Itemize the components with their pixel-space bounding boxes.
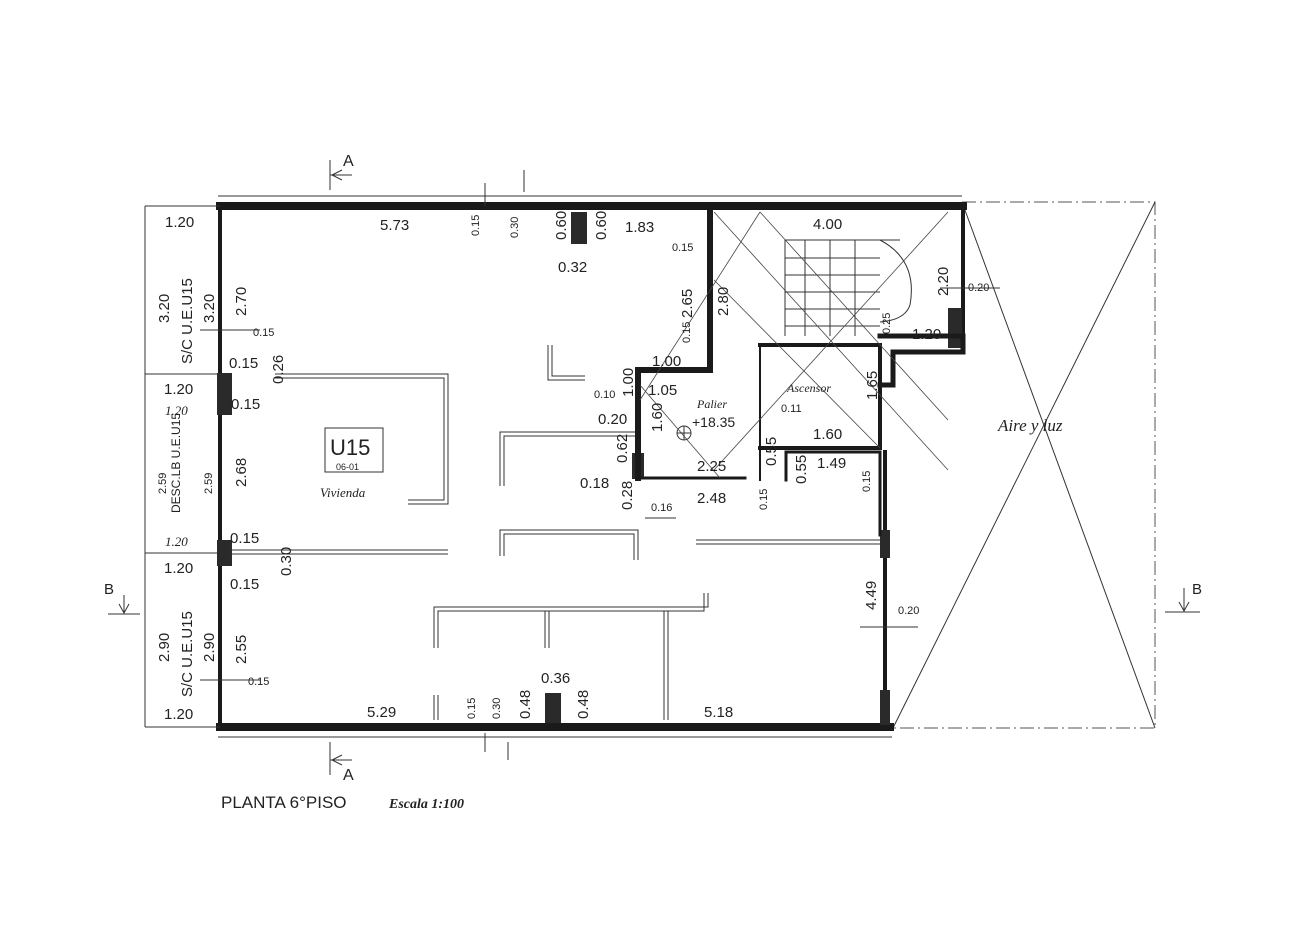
dim-left-259-a: 2.59: [157, 473, 169, 494]
interior-partitions: [230, 345, 880, 720]
dim-elev-165: 1.65: [864, 371, 881, 400]
dim-bottom-015: 0.15: [466, 698, 478, 719]
unit-code: U15: [330, 435, 370, 460]
dim-025: 0.25: [881, 313, 893, 334]
dim-bottom-048b: 0.48: [575, 690, 592, 719]
dim-left-259-b: 2.59: [203, 473, 215, 494]
unit-label: U15 06-01 Vivienda: [320, 427, 384, 500]
drawing-scale: Escala 1:100: [388, 797, 464, 812]
dim-top-060a: 0.60: [553, 211, 570, 240]
dim-top-060b: 0.60: [593, 211, 610, 240]
dim-right-449: 4.49: [863, 581, 880, 610]
dim-left-320-b: 3.20: [201, 294, 218, 323]
dim-left-290-a: 2.90: [156, 633, 173, 662]
dim-left-015-f: 0.15: [248, 676, 269, 688]
dim-015-a: 0.15: [672, 242, 693, 254]
dim-mid-010: 0.10: [594, 389, 615, 401]
staircase: [639, 211, 949, 479]
dim-bottom-529: 5.29: [367, 704, 396, 721]
dim-mid-018: 0.18: [580, 475, 609, 492]
unit-type: Vivienda: [320, 485, 366, 500]
dim-stair-400: 4.00: [813, 216, 842, 233]
dim-elev-149: 1.49: [817, 455, 846, 472]
section-b-right-label: B: [1192, 581, 1202, 598]
dim-mid-028: 0.28: [619, 481, 636, 510]
dim-top-030: 0.30: [509, 217, 521, 238]
drawing-title-block: PLANTA 6°PISO Escala 1:100: [221, 793, 464, 812]
exterior-walls: [144, 195, 967, 738]
dim-elev-160: 1.60: [813, 426, 842, 443]
dim-bottom-030: 0.30: [491, 698, 503, 719]
neighbor-left-bottom: S/C U.E.U15: [179, 611, 196, 697]
ascensor-label: Ascensor: [786, 381, 831, 395]
room-labels: Palier +18.35 Ascensor: [676, 381, 831, 441]
neighbor-left-top: S/C U.E.U15: [179, 278, 196, 364]
dim-mid-020: 0.20: [598, 411, 627, 428]
dim-right-020: 0.20: [898, 605, 919, 617]
dim-mid-062: 0.62: [614, 434, 631, 463]
dim-left-026: 0.26: [270, 355, 287, 384]
dim-left-120-a: 1.20: [165, 214, 194, 231]
dim-mid-015: 0.15: [758, 489, 770, 510]
section-markers: A A B B: [104, 153, 1202, 784]
palier-level: +18.35: [692, 414, 735, 430]
core-walls: [635, 203, 966, 537]
dim-100: 1.00: [652, 353, 681, 370]
dim-bottom-518: 5.18: [704, 704, 733, 721]
dim-left-120-b: 1.20: [164, 381, 193, 398]
dim-left-015-b: 0.15: [229, 355, 258, 372]
dim-left-290-b: 2.90: [201, 633, 218, 662]
dim-120-right: 1.20: [912, 326, 941, 343]
dim-left-015-c: 0.15: [231, 396, 260, 413]
dim-left-015-a: 0.15: [253, 327, 274, 339]
dim-left-270: 2.70: [233, 287, 250, 316]
dim-top-width: 5.73: [380, 217, 409, 234]
section-b-left-label: B: [104, 581, 114, 598]
dim-left-015-d: 0.15: [230, 530, 259, 547]
dim-left-120-d: 1.20: [164, 706, 193, 723]
section-a-bottom-label: A: [343, 767, 354, 784]
dim-left-268: 2.68: [233, 458, 250, 487]
dim-mid-105: 1.05: [648, 382, 677, 399]
dim-left-255: 2.55: [233, 635, 250, 664]
neighbor-left-mid: DESC.LB U.E.U15: [169, 413, 183, 513]
dimension-labels: 5.73 0.15 0.30 0.60 0.60 0.32 1.83 4.00 …: [156, 211, 989, 723]
dim-bottom-048a: 0.48: [517, 690, 534, 719]
dim-top-032: 0.32: [558, 259, 587, 276]
dim-015-b: 0.15: [681, 322, 693, 343]
dim-left-030: 0.30: [278, 547, 295, 576]
dim-left-015-e: 0.15: [230, 576, 259, 593]
drawing-title: PLANTA 6°PISO: [221, 793, 347, 812]
dim-elev-015: 0.15: [861, 471, 873, 492]
level-mark-icon: [676, 425, 692, 441]
aire-y-luz-label: Aire y luz: [997, 416, 1063, 435]
dim-mid-100: 1.00: [620, 368, 637, 397]
light-well: Aire y luz: [892, 201, 1156, 729]
dim-elev-011: 0.11: [781, 403, 802, 415]
neighbor-labels: S/C U.E.U15 DESC.LB U.E.U15 S/C U.E.U15: [169, 278, 196, 697]
dim-265: 2.65: [679, 289, 696, 318]
palier-label: Palier: [696, 397, 727, 411]
dim-mid-055b: 0.55: [793, 455, 810, 484]
dim-mid-225: 2.25: [697, 458, 726, 475]
dim-220: 2.20: [935, 267, 952, 296]
dim-bottom-036: 0.36: [541, 670, 570, 687]
unit-sub-code: 06-01: [336, 462, 359, 472]
dim-mid-248: 2.48: [697, 490, 726, 507]
section-a-top-label: A: [343, 153, 354, 170]
dim-left-120-c: 1.20: [164, 560, 193, 577]
dim-mid-016: 0.16: [651, 502, 672, 514]
structural-columns: [217, 212, 962, 725]
dim-top-015: 0.15: [470, 215, 482, 236]
dimension-ticks: [200, 170, 1000, 760]
dim-mid-055a: 0.55: [763, 437, 780, 466]
dim-left-320-a: 3.20: [156, 294, 173, 323]
dim-left-120-c-italic: 1.20: [165, 534, 188, 549]
dim-left-120-b-italic: 1.20: [165, 403, 188, 418]
dim-280: 2.80: [715, 287, 732, 316]
dim-mid-160: 1.60: [649, 403, 666, 432]
dim-top-183: 1.83: [625, 219, 654, 236]
